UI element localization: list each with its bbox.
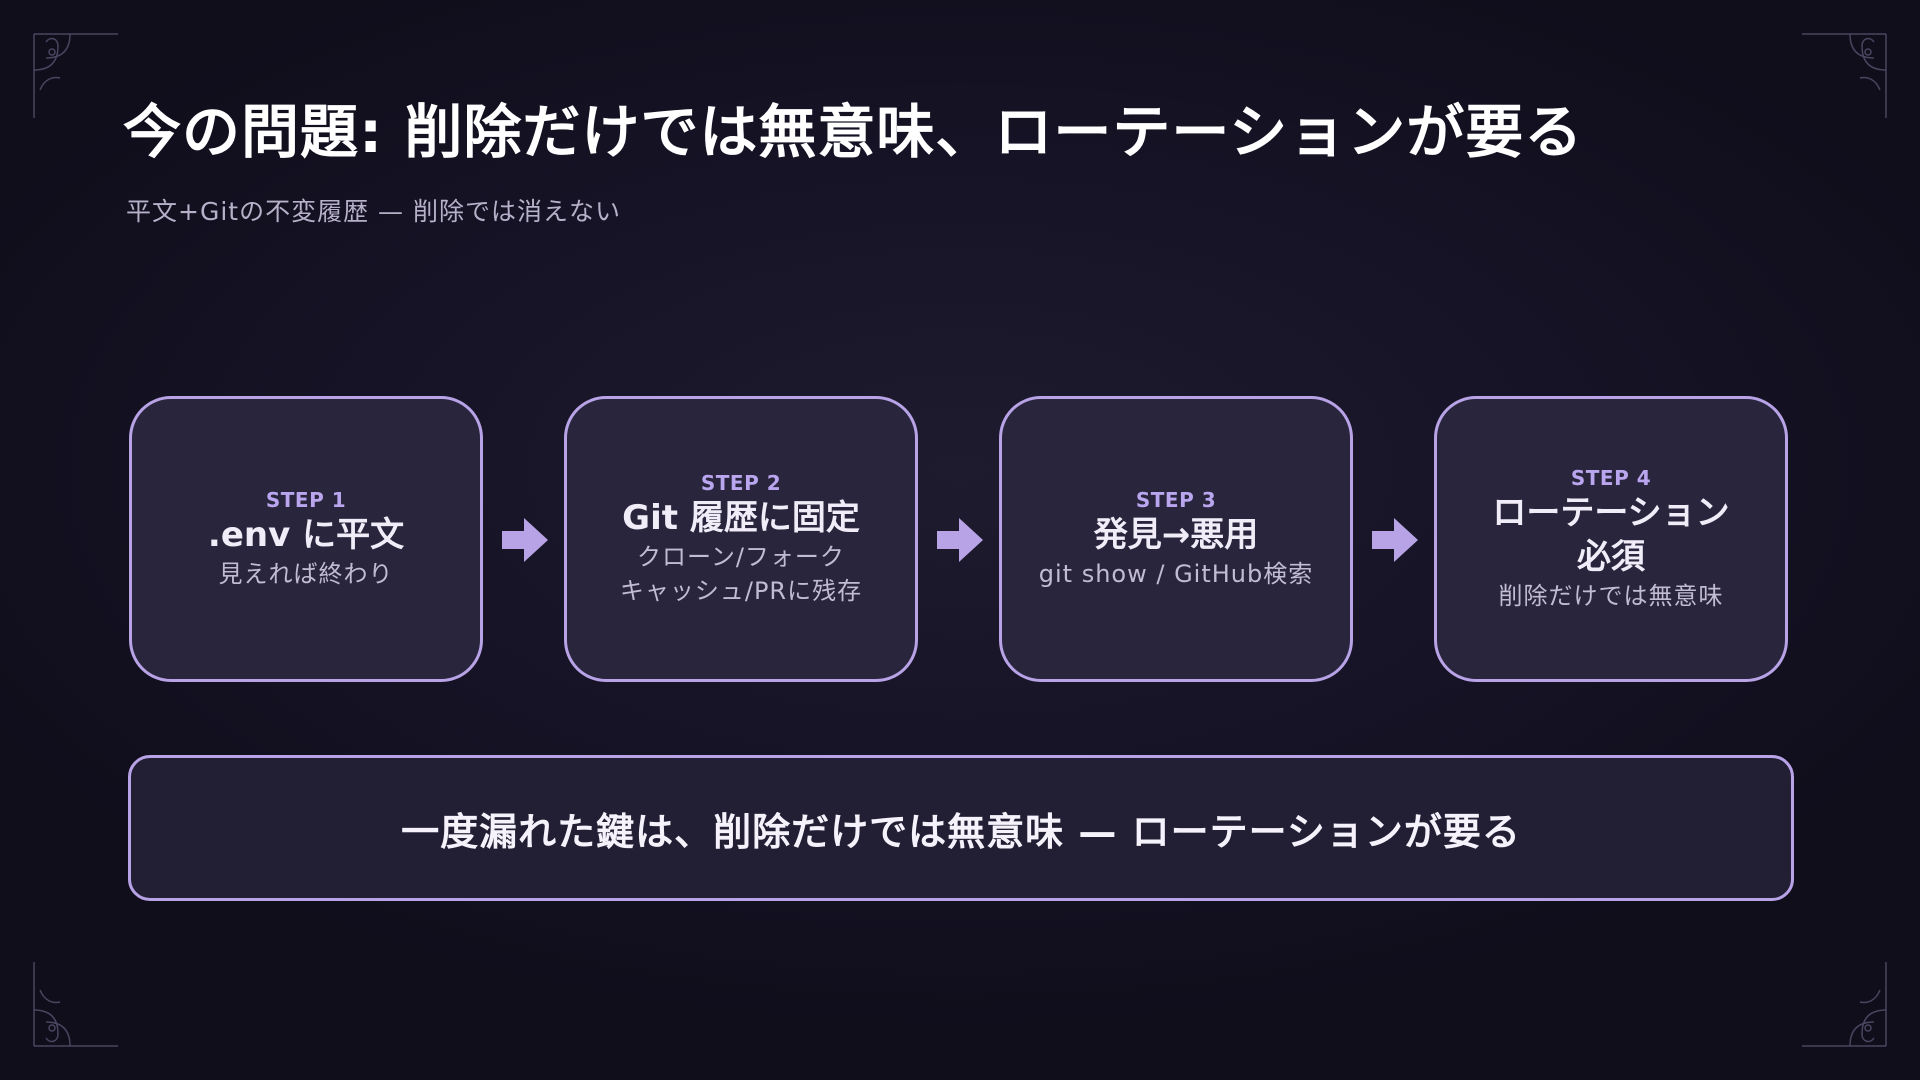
step-label: STEP 1 bbox=[265, 488, 347, 512]
conclusion-banner: 一度漏れた鍵は、削除だけでは無意味 — ローテーションが要る bbox=[128, 755, 1794, 901]
right-arrow-icon bbox=[500, 515, 550, 565]
step-label: STEP 3 bbox=[1135, 488, 1217, 512]
step-title: Git 履歴に固定 bbox=[622, 498, 860, 538]
step-card-4: STEP 4 ローテーション 必須 削除だけでは無意味 bbox=[1434, 396, 1788, 682]
step-card-2: STEP 2 Git 履歴に固定 クローン/フォーク キャッシュ/PRに残存 bbox=[564, 396, 918, 682]
step-label: STEP 4 bbox=[1570, 466, 1652, 490]
corner-ornament-icon bbox=[30, 960, 120, 1050]
step-description: 見えれば終わり bbox=[218, 560, 394, 588]
step-card-3: STEP 3 発見→悪用 git show / GitHub検索 bbox=[999, 396, 1353, 682]
corner-ornament-icon bbox=[1800, 30, 1890, 120]
step-card-1: STEP 1 .env に平文 見えれば終わり bbox=[129, 396, 483, 682]
step-title: ローテーション 必須 bbox=[1492, 493, 1730, 577]
step-title: .env に平文 bbox=[207, 515, 405, 555]
step-description: git show / GitHub検索 bbox=[1038, 560, 1314, 588]
step-description: クローン/フォーク キャッシュ/PRに残存 bbox=[619, 543, 863, 605]
slide-title: 今の問題: 削除だけでは無意味、ローテーションが要る bbox=[123, 98, 1584, 166]
step-label: STEP 2 bbox=[700, 471, 782, 495]
step-description: 削除だけでは無意味 bbox=[1498, 582, 1724, 610]
right-arrow-icon bbox=[1370, 515, 1420, 565]
corner-ornament-icon bbox=[1800, 960, 1890, 1050]
step-title: 発見→悪用 bbox=[1093, 515, 1259, 555]
conclusion-text: 一度漏れた鍵は、削除だけでは無意味 — ローテーションが要る bbox=[401, 809, 1521, 854]
slide-subtitle: 平文+Gitの不変履歴 — 削除では消えない bbox=[126, 197, 621, 226]
right-arrow-icon bbox=[935, 515, 985, 565]
corner-ornament-icon bbox=[30, 30, 120, 120]
